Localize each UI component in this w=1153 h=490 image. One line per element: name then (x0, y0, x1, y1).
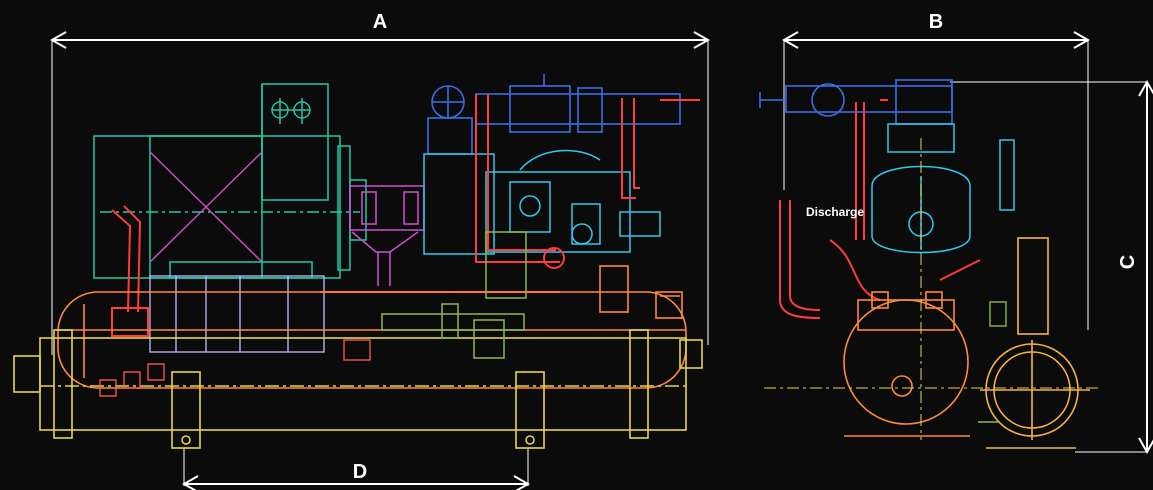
oil-separator-side (980, 237, 1090, 449)
compressor-front (423, 149, 661, 255)
motor-cross (149, 151, 263, 263)
refrigerant-lines-side (779, 99, 981, 319)
vessel-front (57, 265, 687, 389)
dim-b-label: B (929, 11, 943, 33)
vessel-side (843, 291, 970, 437)
base-frame (149, 275, 325, 353)
motor (93, 83, 367, 279)
centerlines (764, 138, 1100, 440)
dim-d-label: D (353, 461, 367, 483)
top-piping (427, 74, 681, 155)
coupling (349, 185, 425, 286)
valve-train-front (381, 231, 527, 359)
valve-side (978, 301, 1007, 423)
top-piping-side (759, 79, 953, 125)
yellow-frame (13, 329, 703, 449)
dim-c-label: C (1117, 255, 1139, 269)
dim-a-label: A (373, 11, 387, 33)
compressor-side (871, 123, 1015, 254)
refrigerant-lines (111, 94, 700, 337)
nozzles-front (99, 339, 371, 397)
discharge-label: Discharge (806, 205, 864, 219)
dimension-lines (49, 31, 1153, 490)
